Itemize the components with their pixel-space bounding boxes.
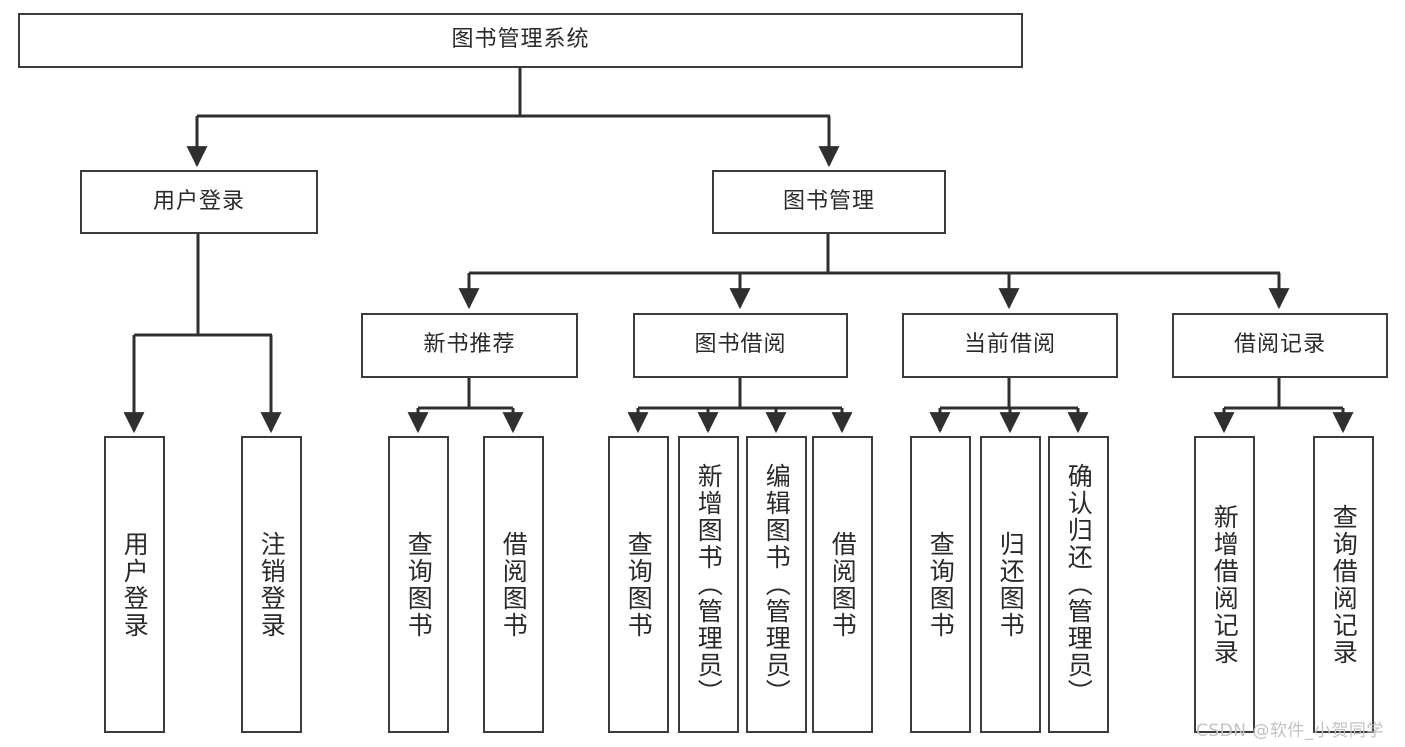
node-label: 图书管理系统 xyxy=(451,27,590,53)
node-label: 查询图书 xyxy=(404,530,434,639)
node-new-book-recommend[interactable]: 新书推荐 xyxy=(361,313,578,378)
node-label: 借阅记录 xyxy=(1233,332,1326,358)
node-label: 图书管理 xyxy=(782,188,875,214)
node-leaf-borrow-book-recommend[interactable]: 借阅图书 xyxy=(483,436,544,733)
node-leaf-query-book-borrow[interactable]: 查询图书 xyxy=(608,436,669,733)
node-label: 查询图书 xyxy=(926,530,956,639)
node-leaf-add-book-admin[interactable]: 新增图书（管理员） xyxy=(678,436,739,733)
node-leaf-user-login[interactable]: 用户登录 xyxy=(104,436,165,733)
csdn-watermark: CSDN @软件_小贺同学 xyxy=(1196,721,1384,741)
node-label: 注销登录 xyxy=(257,530,287,639)
node-leaf-logout[interactable]: 注销登录 xyxy=(241,436,302,733)
node-user-login[interactable]: 用户登录 xyxy=(80,170,318,234)
node-leaf-add-borrow-record[interactable]: 新增借阅记录 xyxy=(1194,436,1255,733)
node-label: 用户登录 xyxy=(120,530,150,639)
node-leaf-query-borrow-record[interactable]: 查询借阅记录 xyxy=(1313,436,1374,733)
node-label: 借阅图书 xyxy=(499,530,529,639)
node-label: 归还图书 xyxy=(996,530,1026,639)
node-borrow-record[interactable]: 借阅记录 xyxy=(1172,313,1388,378)
node-label: 新增借阅记录 xyxy=(1210,503,1240,666)
node-label: 借阅图书 xyxy=(828,530,858,639)
node-book-management[interactable]: 图书管理 xyxy=(712,170,946,234)
node-current-borrow[interactable]: 当前借阅 xyxy=(902,313,1118,378)
node-leaf-return-book[interactable]: 归还图书 xyxy=(980,436,1041,733)
node-label: 当前借阅 xyxy=(963,332,1056,358)
node-label: 查询借阅记录 xyxy=(1329,503,1359,666)
node-label: 新增图书（管理员） xyxy=(694,463,724,706)
node-label: 用户登录 xyxy=(152,188,245,214)
node-root-book-management-system[interactable]: 图书管理系统 xyxy=(18,13,1023,68)
node-label: 查询图书 xyxy=(624,530,654,639)
node-label: 确认归还（管理员） xyxy=(1064,463,1094,706)
node-leaf-edit-book-admin[interactable]: 编辑图书（管理员） xyxy=(746,436,807,733)
node-label: 新书推荐 xyxy=(423,332,516,358)
node-leaf-query-book-current[interactable]: 查询图书 xyxy=(910,436,971,733)
node-book-borrow[interactable]: 图书借阅 xyxy=(633,313,848,378)
node-label: 图书借阅 xyxy=(694,332,787,358)
node-leaf-borrow-book[interactable]: 借阅图书 xyxy=(812,436,873,733)
node-label: 编辑图书（管理员） xyxy=(762,463,792,706)
node-leaf-confirm-return-admin[interactable]: 确认归还（管理员） xyxy=(1048,436,1109,733)
node-leaf-query-book-recommend[interactable]: 查询图书 xyxy=(388,436,449,733)
